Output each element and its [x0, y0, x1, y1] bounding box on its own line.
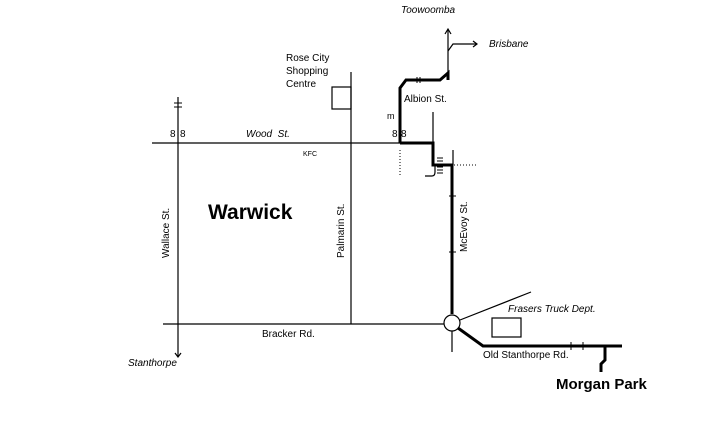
old-stanthorpe-rd-label: Old Stanthorpe Rd. [483, 350, 569, 361]
bracker-rd-label: Bracker Rd. [262, 329, 315, 340]
morgan-park-label: Morgan Park [556, 376, 647, 393]
rose-city-shopping-centre-box [331, 86, 352, 110]
traffic-signal-icon: m [387, 111, 395, 121]
kfc-label: KFC [303, 151, 317, 158]
traffic-signal-icon: 8 [180, 129, 186, 140]
road-frasers-branch [459, 291, 532, 321]
route-albion-st [398, 69, 450, 143]
palmarin-st-label: Palmarin St. [336, 203, 347, 258]
stanthorpe-arrow-icon [174, 352, 182, 358]
brisbane-arrow-icon [472, 40, 478, 48]
mcevoy-st-label: McEvoy St. [459, 201, 470, 252]
brisbane-label: Brisbane [489, 39, 529, 50]
wood-st-label: Wood St. [246, 129, 290, 140]
toowoomba-arrow-icon [444, 27, 452, 35]
route-morgan-park-spur [599, 346, 607, 372]
route-old-stanthorpe-rd [457, 326, 622, 348]
route-wood-to-mcevoy [400, 141, 454, 314]
frasers-truck-dept-label: Frasers Truck Dept. [508, 304, 596, 315]
road-curve-stub [425, 166, 436, 177]
traffic-signal-icon: 8 [392, 129, 398, 140]
toowoomba-label: Toowoomba [401, 5, 456, 16]
traffic-signal-icon: 8 [401, 129, 407, 140]
albion-st-label: Albion St. [404, 94, 447, 105]
frasers-truck-dept-box [491, 317, 522, 338]
rose-city-shopping-centre-label: Rose City Shopping Centre [286, 53, 330, 90]
road-brisbane [447, 43, 477, 52]
stanthorpe-label: Stanthorpe [128, 358, 177, 369]
town-label-warwick: Warwick [208, 201, 293, 224]
traffic-signal-icon: 8 [170, 129, 176, 140]
roundabout-icon [443, 314, 461, 332]
wallace-st-label: Wallace St. [161, 207, 172, 258]
